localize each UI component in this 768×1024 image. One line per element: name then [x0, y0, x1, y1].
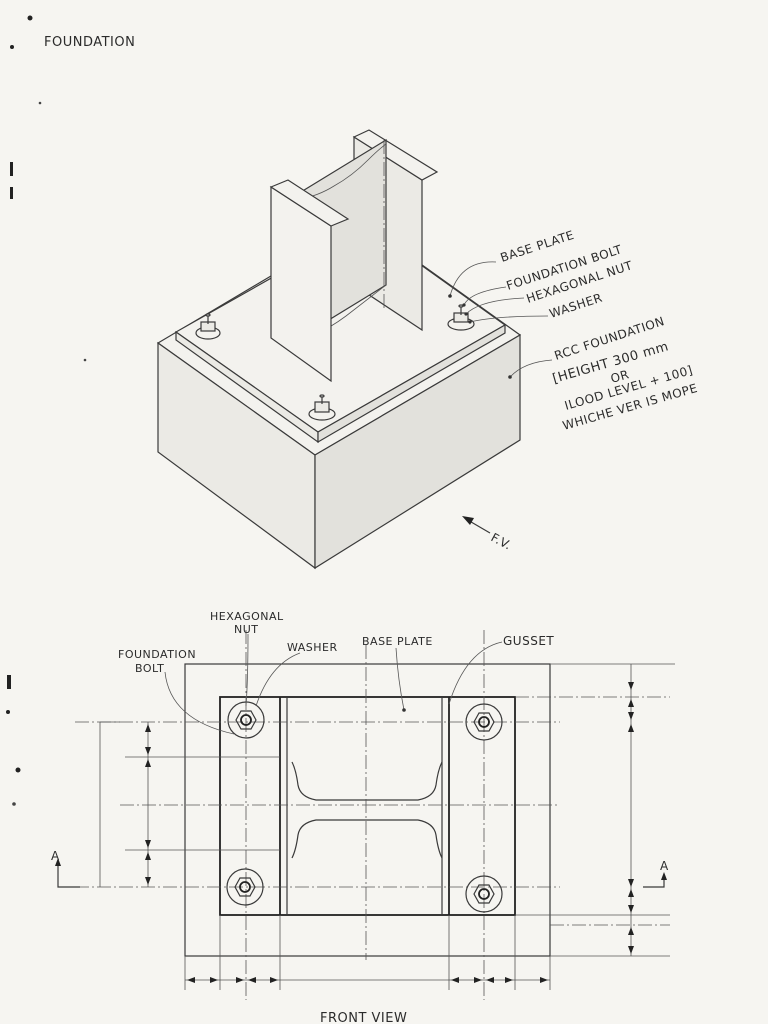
- page-title: FOUNDATION: [44, 35, 135, 50]
- bolt-assembly-right: [447, 304, 475, 331]
- fv-label-foundation: FOUNDATION: [118, 648, 196, 661]
- view-direction-arrow: [462, 516, 491, 534]
- fv-label-hexagonal: HEXAGONAL: [210, 610, 284, 623]
- isometric-view: BASE PLATE FOUNDATION BOLT HEXAGONAL NUT…: [156, 129, 699, 570]
- fv-caption: FRONT VIEW: [320, 1011, 407, 1024]
- fv-column-section: [291, 761, 443, 859]
- front-view: A A HEXAGONAL NUT FOUNDATION BOLT WASHER…: [51, 610, 675, 1024]
- bolt-assembly-front: [308, 394, 336, 421]
- base-plate: [174, 224, 507, 444]
- fv-dimension-right: [628, 664, 634, 956]
- binder-marks: [6, 15, 87, 806]
- fv-label-bolt: BOLT: [135, 662, 164, 675]
- fv-bolt-bottom-right: [465, 875, 503, 913]
- label-view-direction: F.V.: [489, 530, 514, 552]
- fv-base-plate: [219, 696, 516, 916]
- section-marker-left: [55, 858, 80, 888]
- fv-gussets: [279, 697, 450, 915]
- fv-leaders: [164, 633, 503, 735]
- label-rcc-line3: OR: [609, 367, 631, 386]
- fv-bolt-bottom-left: [226, 868, 264, 906]
- bolt-assembly-left: [195, 313, 221, 340]
- column-front-flange: [269, 140, 385, 383]
- fv-label-washer: WASHER: [287, 641, 338, 654]
- fv-extension-lines-right: [515, 663, 675, 957]
- iso-leaders: [448, 261, 553, 379]
- fv-label-nut: NUT: [234, 623, 259, 636]
- fv-dimension-left: [99, 721, 280, 887]
- fv-label-gusset: GUSSET: [503, 634, 554, 648]
- fv-label-base-plate: BASE PLATE: [362, 635, 433, 648]
- fv-dimension-bottom: [184, 915, 551, 990]
- fv-foundation-outline: [184, 663, 551, 957]
- section-marker-right: [643, 872, 667, 888]
- fv-bolt-top-right: [465, 703, 503, 741]
- section-label-left: A: [51, 849, 60, 863]
- section-label-right: A: [660, 859, 669, 873]
